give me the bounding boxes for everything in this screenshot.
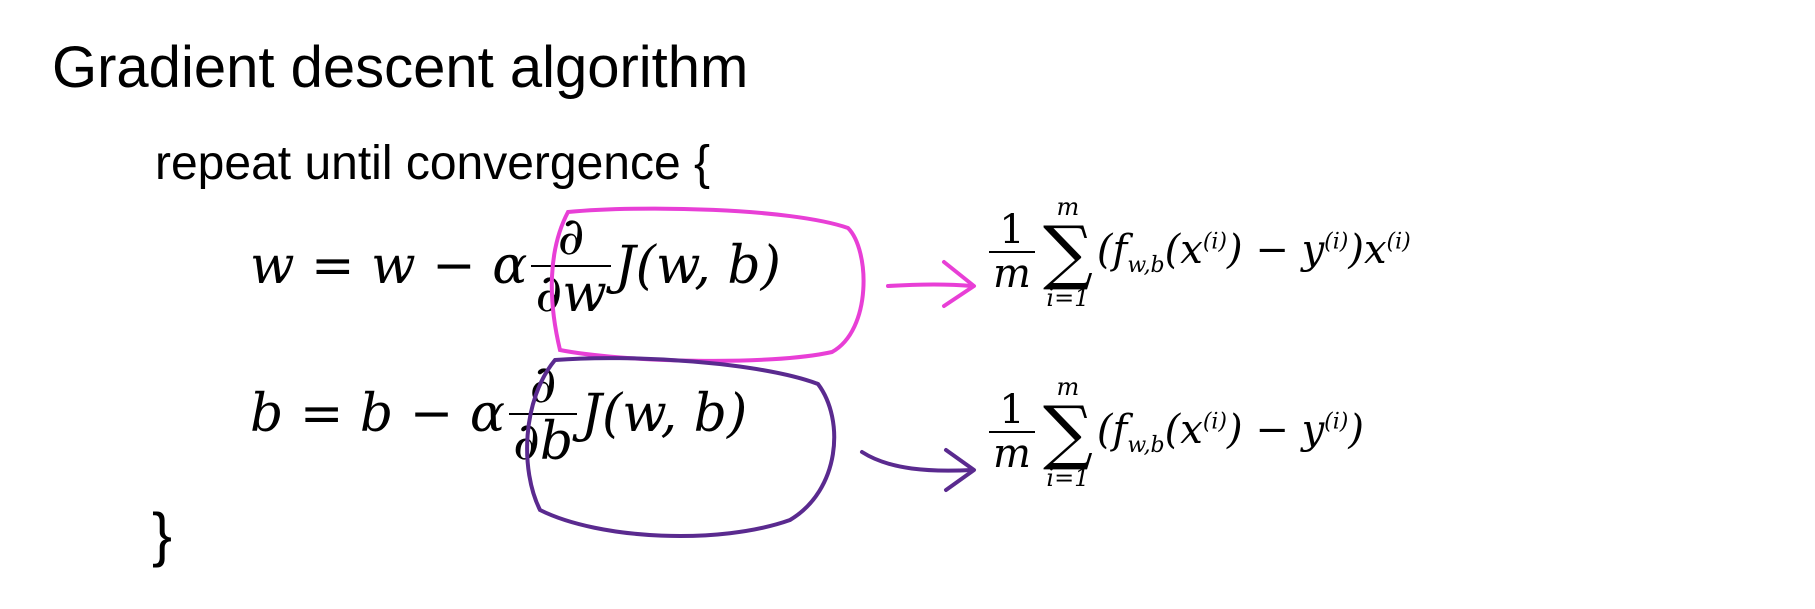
w-coef-num: 1 [999, 207, 1025, 254]
w-summand-sup3: (i) [1386, 229, 1411, 255]
w-sum-upper: m [1056, 193, 1080, 221]
purple-arrow-shaft [860, 450, 974, 473]
pink-arrow-head [942, 260, 976, 308]
b-cost-term: J(w, b) [581, 383, 748, 444]
b-update-lhs: b = b − α [250, 383, 505, 444]
b-partial-fraction: ∂ ∂b [508, 358, 578, 470]
b-coef-den: m [989, 431, 1035, 475]
w-update-lhs: w = w − α [250, 235, 528, 296]
w-summand-sup1: (i) [1202, 229, 1228, 255]
w-partial-den: ∂w [531, 264, 611, 322]
b-summand: (fw,b(x(i)) − y(i)) [1097, 407, 1364, 458]
w-summand-open: (f [1096, 226, 1128, 273]
b-summand-sub: w,b [1127, 432, 1165, 458]
w-summand-xi: )x [1348, 226, 1387, 273]
b-partial-den: ∂b [508, 412, 578, 470]
b-summand-close: ) [1348, 406, 1364, 453]
w-update-equation: w = w − α ∂ ∂w J(w, b) [250, 210, 781, 321]
b-sum-upper: m [1056, 373, 1080, 401]
w-summation: m ∑ i=1 [1043, 195, 1093, 310]
w-cost-term: J(w, b) [614, 235, 781, 296]
loop-open: repeat until convergence { [155, 137, 711, 190]
b-derivative-expression: 1 m m ∑ i=1 (fw,b(x(i)) − y(i)) [985, 375, 1364, 490]
b-summand-y: ) − y [1227, 406, 1325, 453]
w-summand-sup2: (i) [1324, 229, 1349, 255]
w-coef-den: m [989, 251, 1035, 295]
b-coef-num: 1 [999, 387, 1025, 434]
loop-close: } [152, 501, 173, 568]
w-coef-fraction: 1 m [989, 209, 1035, 295]
pink-circle-annotation [549, 206, 866, 363]
w-summand-y: ) − y [1227, 226, 1325, 273]
pink-arrow-shaft [886, 282, 974, 288]
b-sum-lower: i=1 [1046, 463, 1090, 492]
w-summand-sub: w,b [1127, 252, 1165, 278]
w-derivative-expression: 1 m m ∑ i=1 (fw,b(x(i)) − y(i))x(i) [985, 195, 1411, 310]
b-update-equation: b = b − α ∂ ∂b J(w, b) [250, 358, 747, 469]
w-partial-num: ∂ [557, 207, 585, 267]
b-summand-open: (f [1096, 406, 1128, 453]
b-summand-sup1: (i) [1202, 409, 1228, 435]
purple-circle-annotation [525, 356, 837, 538]
w-partial-fraction: ∂ ∂w [531, 207, 611, 322]
b-summation: m ∑ i=1 [1043, 375, 1093, 490]
purple-arrow-head [944, 448, 976, 492]
w-sum-sigma: ∑ [1042, 211, 1093, 293]
b-summand-x: (x [1164, 406, 1203, 453]
b-summand-sup2: (i) [1324, 409, 1349, 435]
page-title: Gradient descent algorithm [52, 35, 749, 100]
b-sum-sigma: ∑ [1042, 391, 1093, 473]
b-coef-fraction: 1 m [989, 389, 1035, 475]
w-summand-x: (x [1164, 226, 1203, 273]
w-sum-lower: i=1 [1046, 283, 1090, 312]
w-summand: (fw,b(x(i)) − y(i))x(i) [1097, 227, 1411, 278]
